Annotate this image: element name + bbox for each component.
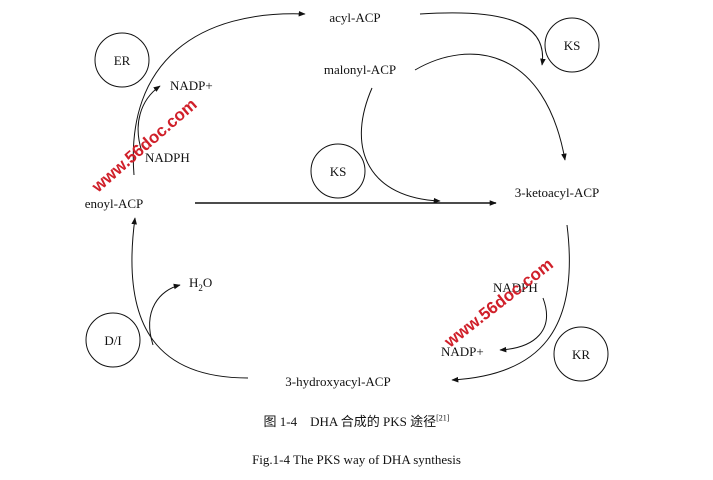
- node-3-ketoacyl-acp: 3-ketoacyl-ACP: [515, 185, 599, 200]
- figure-caption-english: Fig.1-4 The PKS way of DHA synthesis: [252, 452, 461, 467]
- svg-text:D/I: D/I: [104, 333, 121, 348]
- enzyme-kr: KR: [553, 326, 609, 382]
- node-3-hydroxyacyl-acp: 3-hydroxyacyl-ACP: [285, 374, 390, 389]
- enzyme-ks-top: KS: [544, 17, 600, 73]
- arrow-nadph-to-nadp-right: [499, 297, 547, 353]
- node-enoyl-acp: enoyl-ACP: [85, 196, 144, 211]
- arrow-enoyl-to-acyl: [132, 10, 306, 176]
- arrow-h2o-release: [149, 283, 181, 346]
- cofactor-nadp-right: NADP+: [441, 344, 484, 359]
- watermark-left: www.56doc.com: [87, 95, 200, 197]
- arrow-acyl-to-ketoacyl: [419, 12, 546, 66]
- caption-chinese-text: 图 1-4 DHA 合成的 PKS 途径: [263, 414, 437, 429]
- arrow-malonyl-to-ketoacyl: [360, 87, 441, 204]
- cofactor-nadph-right: NADPH: [493, 280, 538, 295]
- node-acyl-acp: acyl-ACP: [329, 10, 380, 25]
- cofactor-nadph-top: NADPH: [145, 150, 190, 165]
- arrow-hydroxyacyl-to-enoyl: [131, 217, 249, 379]
- svg-text:KS: KS: [564, 38, 581, 53]
- arrow-ketoacyl-to-hydroxyacyl: [451, 224, 570, 383]
- arrow-ks-to-ketoacyl: [414, 53, 567, 161]
- enzyme-ks-center: KS: [310, 143, 366, 199]
- caption-reference: [21]: [436, 413, 450, 423]
- watermark-right: www.56doc.com: [440, 255, 557, 352]
- svg-text:KS: KS: [330, 164, 347, 179]
- cofactor-h2o: H2O: [189, 275, 212, 293]
- enzyme-er: ER: [94, 32, 150, 88]
- enzyme-di: D/I: [85, 312, 141, 368]
- svg-text:ER: ER: [114, 53, 131, 68]
- arrow-nadph-to-nadp-top: [137, 85, 161, 153]
- cofactor-nadp-top: NADP+: [170, 78, 213, 93]
- node-malonyl-acp: malonyl-ACP: [324, 62, 396, 77]
- figure-caption-chinese: 图 1-4 DHA 合成的 PKS 途径[21]: [0, 411, 713, 430]
- svg-text:KR: KR: [572, 347, 590, 362]
